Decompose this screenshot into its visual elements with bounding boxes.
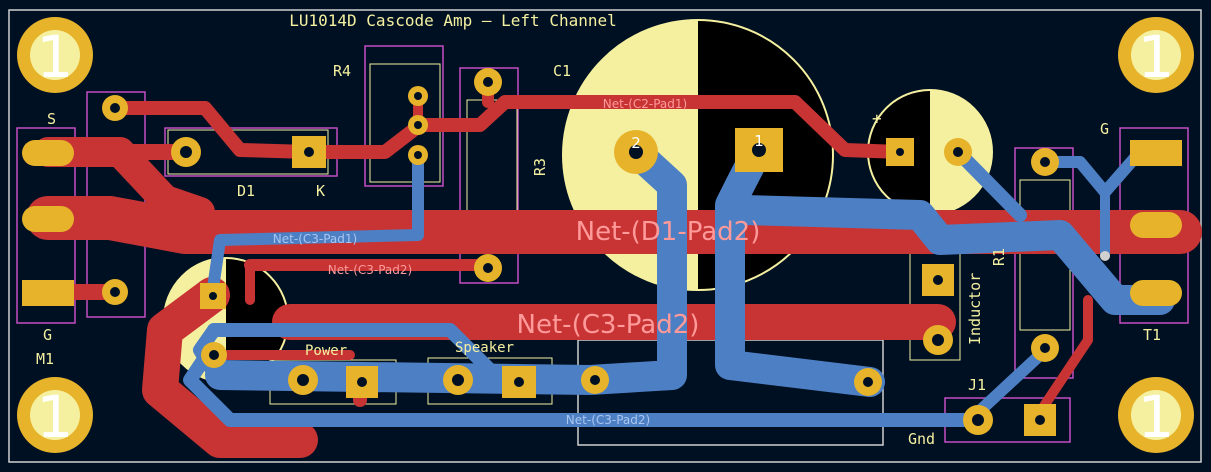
ref-k: K: [316, 182, 325, 200]
net-label-c3-pad2-top: Net-(C3-Pad2): [328, 263, 412, 277]
mounting-hole-top-left: 1: [17, 17, 93, 93]
net-label-c3-pad2-big: Net-(C3-Pad2): [517, 310, 700, 340]
svg-text:1: 1: [1138, 383, 1175, 451]
ref-gnd: Gnd: [908, 430, 935, 448]
ref-r4: R4: [333, 62, 351, 80]
c1-pad1-number: 1: [754, 132, 764, 150]
pads: [22, 68, 1182, 436]
ref-g-right: G: [1100, 120, 1109, 138]
ref-d1: D1: [237, 182, 255, 200]
svg-text:+: +: [872, 109, 882, 128]
net-label-d1-pad2: Net-(D1-Pad2): [576, 217, 761, 247]
ref-c1: C1: [553, 62, 571, 80]
ref-j1: J1: [968, 376, 986, 394]
ref-power: Power: [305, 343, 347, 359]
ref-t1: T1: [1143, 326, 1161, 344]
ref-r3: R3: [531, 158, 549, 176]
ref-s: S: [47, 110, 56, 128]
ref-g-left: G: [43, 326, 52, 344]
ref-m1: M1: [36, 350, 54, 368]
mounting-hole-bottom-right: 1: [1118, 377, 1194, 453]
net-label-c2-pad1: Net-(C2-Pad1): [603, 97, 687, 111]
ref-speaker: Speaker: [455, 340, 514, 356]
c1-pad2-number: 2: [631, 134, 641, 152]
net-label-c3-pad2-bottom: Net-(C3-Pad2): [566, 413, 650, 427]
svg-text:1: 1: [37, 383, 74, 451]
svg-text:1: 1: [37, 23, 74, 91]
net-label-c3-pad1: Net-(C3-Pad1): [273, 232, 357, 246]
mounting-hole-bottom-left: 1: [17, 377, 93, 453]
svg-text:1: 1: [1138, 23, 1175, 91]
board-title: LU1014D Cascode Amp — Left Channel: [289, 11, 617, 30]
mounting-hole-top-right: 1: [1118, 17, 1194, 93]
ref-inductor: Inductor: [966, 273, 984, 345]
ref-r1: R1: [990, 248, 1008, 266]
